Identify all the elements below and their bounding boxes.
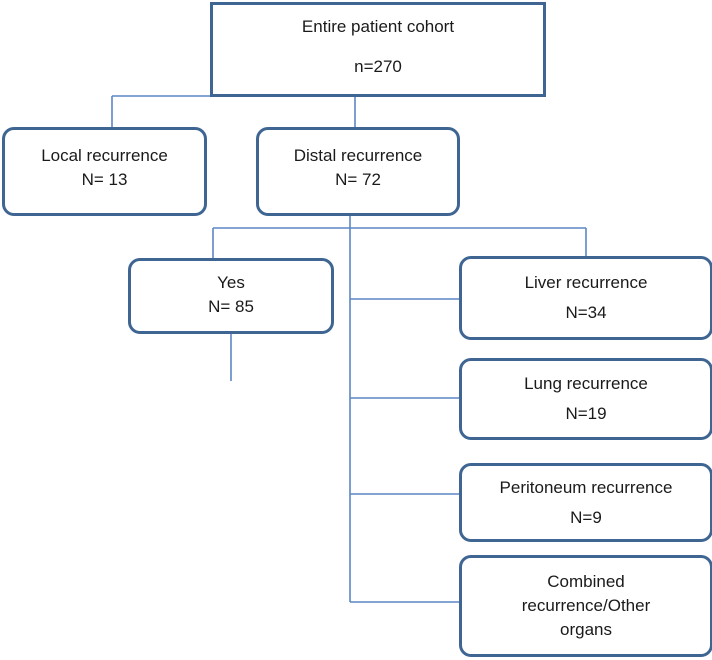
node-title: Lung recurrence (524, 374, 648, 393)
node-title: Peritoneum recurrence (499, 477, 673, 497)
node-peritoneum-recurrence: Peritoneum recurrence N=9 (459, 463, 712, 542)
node-title: Liver recurrence (524, 273, 648, 292)
node-yes: Yes N= 85 (128, 258, 334, 334)
node-title: Distal recurrence (293, 146, 423, 165)
node-count: N= 72 (335, 170, 381, 189)
node-title: Combined recurrence/Other organs (521, 572, 651, 639)
node-lung-recurrence: Lung recurrence N=19 (459, 358, 712, 440)
node-title: Local recurrence (41, 146, 168, 165)
node-count: N= 85 (208, 297, 254, 316)
node-entire-cohort: Entire patient cohort n=270 (210, 2, 546, 97)
node-count: n=270 (354, 57, 402, 76)
node-count: N=9 (570, 507, 602, 527)
node-title: Entire patient cohort (301, 17, 455, 36)
node-distal-recurrence: Distal recurrence N= 72 (256, 127, 460, 216)
node-local-recurrence: Local recurrence N= 13 (2, 127, 207, 216)
node-count: N=19 (565, 404, 607, 423)
node-count: N= 13 (81, 170, 128, 189)
node-title: Yes (217, 273, 245, 292)
node-count: N=34 (565, 303, 607, 322)
node-combined-recurrence: Combined recurrence/Other organs (459, 555, 712, 657)
node-liver-recurrence: Liver recurrence N=34 (459, 256, 712, 340)
